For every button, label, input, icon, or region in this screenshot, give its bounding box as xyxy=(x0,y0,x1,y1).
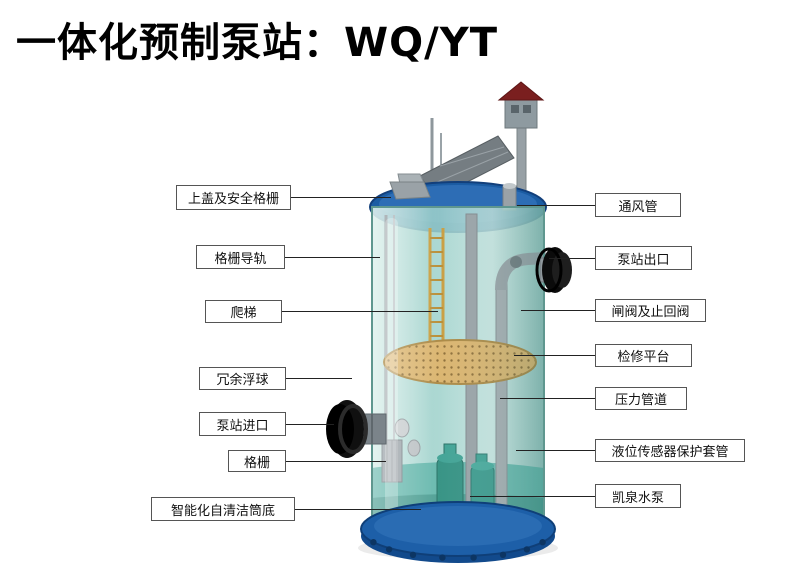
leader-grille-guide-rail xyxy=(285,257,380,258)
tank-glass-overlay xyxy=(371,206,545,557)
label-station-outlet: 泵站出口 xyxy=(595,246,692,270)
tank-highlight xyxy=(385,218,398,513)
base-flange-icon xyxy=(358,501,558,563)
leader-grille xyxy=(286,461,386,462)
leader-station-inlet xyxy=(286,424,334,425)
leader-pressure-pipe xyxy=(500,398,595,399)
leader-gate-check-valve xyxy=(521,310,595,311)
leader-self-cleaning-bottom xyxy=(295,509,421,510)
label-kaiquan-pump: 凯泉水泵 xyxy=(595,484,681,508)
inlet-flange-icon xyxy=(326,400,387,458)
label-station-inlet: 泵站进口 xyxy=(199,412,286,436)
label-grille: 格栅 xyxy=(228,450,286,472)
leader-station-outlet xyxy=(549,258,595,259)
label-vent-pipe: 通风管 xyxy=(595,193,681,217)
label-level-sensor-sleeve: 液位传感器保护套管 xyxy=(595,439,745,462)
tank-body-icon xyxy=(372,207,544,556)
grille-guide-rails-icon xyxy=(384,215,395,470)
roof-pipes-icon xyxy=(430,118,442,206)
label-gate-check-valve: 闸阀及止回阀 xyxy=(595,299,706,322)
leader-redundant-float xyxy=(286,378,352,379)
leader-ladder xyxy=(282,311,438,312)
label-service-platform: 检修平台 xyxy=(595,344,692,367)
hatch-cover-icon xyxy=(389,173,517,211)
pressure-pipe-icon xyxy=(495,252,547,521)
vent-tower-icon xyxy=(497,81,545,201)
level-sensor-sleeve-icon xyxy=(465,213,478,520)
water-icon xyxy=(372,462,544,542)
label-redundant-float: 冗余浮球 xyxy=(199,367,286,390)
label-grille-guide-rail: 格栅导轨 xyxy=(196,245,285,269)
label-self-cleaning-bottom: 智能化自清洁筒底 xyxy=(151,497,295,521)
page-title: 一体化预制泵站：WQ/YT xyxy=(16,20,498,66)
label-top-cover-safety-grille: 上盖及安全格栅 xyxy=(176,185,291,210)
pump-icon xyxy=(436,443,495,513)
ladder-icon xyxy=(428,228,445,355)
outlet-flange-icon xyxy=(535,247,572,293)
label-ladder: 爬梯 xyxy=(205,300,282,323)
top-lid-icon xyxy=(369,181,547,233)
service-platform-icon xyxy=(383,339,537,385)
float-balls-icon xyxy=(394,418,421,457)
label-pressure-pipe: 压力管道 xyxy=(595,387,687,410)
leader-level-sensor-sleeve xyxy=(516,450,595,451)
leader-vent-pipe xyxy=(517,205,595,206)
leader-service-platform xyxy=(514,355,595,356)
water-deep-icon xyxy=(372,494,544,542)
leader-kaiquan-pump xyxy=(470,496,595,497)
leader-top-cover-safety-grille xyxy=(291,197,391,198)
